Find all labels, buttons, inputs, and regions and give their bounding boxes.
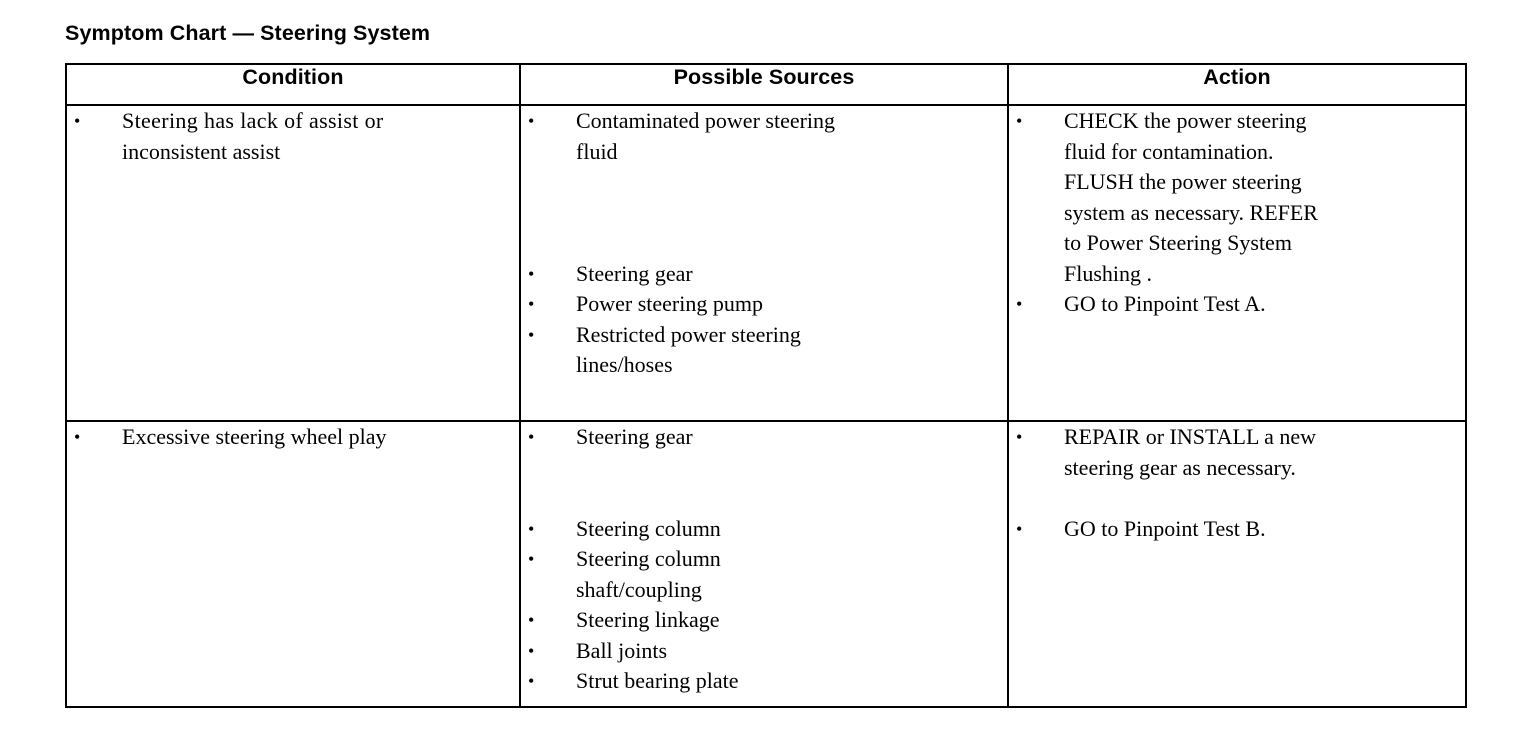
bullet-line: Excessive steering wheel play	[122, 424, 387, 449]
bullet-item: Steering has lack of assist or inconsiste…	[67, 106, 519, 167]
bullet-line: FLUSH the power steering	[1064, 169, 1302, 194]
cell-condition: Steering has lack of assist or inconsiste…	[65, 104, 521, 422]
bullet-item: Steering gear	[521, 422, 1007, 453]
bullet-line: Steering linkage	[576, 607, 720, 632]
bullet-item: Steering column shaft/coupling	[521, 544, 1007, 605]
bullet-line: Steering column	[576, 515, 721, 541]
table-header: Condition Possible Sources Action	[65, 63, 1467, 106]
bullet-item: GO to Pinpoint Test B.	[1009, 514, 1465, 545]
bullet-item: Excessive steering wheel play	[67, 422, 519, 453]
bullet-line: inconsistent assist	[122, 138, 281, 164]
bullet-line: shaft/coupling	[576, 576, 702, 602]
bullet-item: Steering column	[521, 514, 1007, 545]
bullet-item: REPAIR or INSTALL a new steering gear as …	[1009, 422, 1465, 483]
bullet-line: to Power Steering System	[1064, 230, 1292, 255]
header-row: Condition Possible Sources Action	[65, 63, 1467, 106]
bullet-item: Restricted power steering lines/hoses	[521, 320, 1007, 381]
bullet-line: lines/hoses	[576, 352, 673, 377]
bullet-list-condition: Excessive steering wheel play	[67, 422, 519, 453]
cell-sources: Steering gearSteering columnSteering col…	[519, 420, 1009, 708]
column-header-action: Action	[1007, 63, 1467, 106]
cell-condition: Excessive steering wheel play	[65, 420, 521, 708]
page-title: Symptom Chart — Steering System	[65, 21, 431, 45]
bullet-line: GO to Pinpoint Test B.	[1064, 515, 1266, 541]
bullet-line: steering gear as necessary.	[1064, 454, 1296, 480]
bullet-line: GO to Pinpoint Test A.	[1064, 291, 1266, 316]
bullet-list-sources: Steering gearSteering columnSteering col…	[521, 422, 1007, 697]
cell-action: REPAIR or INSTALL a new steering gear as …	[1007, 420, 1467, 708]
bullet-line: Steering gear	[576, 260, 693, 286]
bullet-item: CHECK the power steering fluid for contam…	[1009, 106, 1465, 289]
symptom-chart-table: Condition Possible Sources Action Steeri…	[65, 63, 1467, 708]
bullet-item: Steering linkage	[521, 605, 1007, 636]
column-header-possible-sources: Possible Sources	[519, 63, 1009, 106]
bullet-line: Ball joints	[576, 637, 668, 663]
table-row: Excessive steering wheel play Steering ge…	[65, 420, 1467, 708]
bullet-item: Ball joints	[521, 636, 1007, 667]
bullet-line: Contaminated power steering	[576, 108, 836, 133]
bullet-line: Restricted power steering	[576, 321, 801, 347]
bullet-line: Steering column	[576, 546, 721, 571]
bullet-item: Steering gear	[521, 259, 1007, 290]
bullet-item: Contaminated power steering fluid	[521, 106, 1007, 167]
bullet-item: Strut bearing plate	[521, 666, 1007, 697]
bullet-line: Steering gear	[576, 424, 693, 449]
bullet-line: Flushing .	[1064, 260, 1153, 286]
bullet-item: Power steering pump	[521, 289, 1007, 320]
bullet-line: Power steering pump	[576, 291, 763, 316]
column-header-condition: Condition	[65, 63, 521, 106]
table-body: Steering has lack of assist or inconsiste…	[65, 104, 1467, 708]
bullet-line: fluid for contamination.	[1064, 138, 1274, 164]
cell-action: CHECK the power steering fluid for contam…	[1007, 104, 1467, 422]
bullet-list-sources: Contaminated power steering fluidSteering…	[521, 106, 1007, 381]
bullet-list-condition: Steering has lack of assist or inconsiste…	[67, 106, 519, 167]
bullet-line: system as necessary. REFER	[1064, 199, 1318, 225]
bullet-line: Strut bearing plate	[576, 668, 739, 693]
table-row: Steering has lack of assist or inconsiste…	[65, 104, 1467, 422]
bullet-line: REPAIR or INSTALL a new	[1064, 424, 1317, 449]
bullet-line: fluid	[576, 138, 618, 164]
bullet-line: CHECK the power steering	[1064, 108, 1307, 133]
bullet-item: GO to Pinpoint Test A.	[1009, 289, 1465, 320]
bullet-list-action: CHECK the power steering fluid for contam…	[1009, 106, 1465, 320]
cell-sources: Contaminated power steering fluidSteering…	[519, 104, 1009, 422]
bullet-line: Steering has lack of assist or	[122, 108, 384, 133]
bullet-list-action: REPAIR or INSTALL a new steering gear as …	[1009, 422, 1465, 544]
